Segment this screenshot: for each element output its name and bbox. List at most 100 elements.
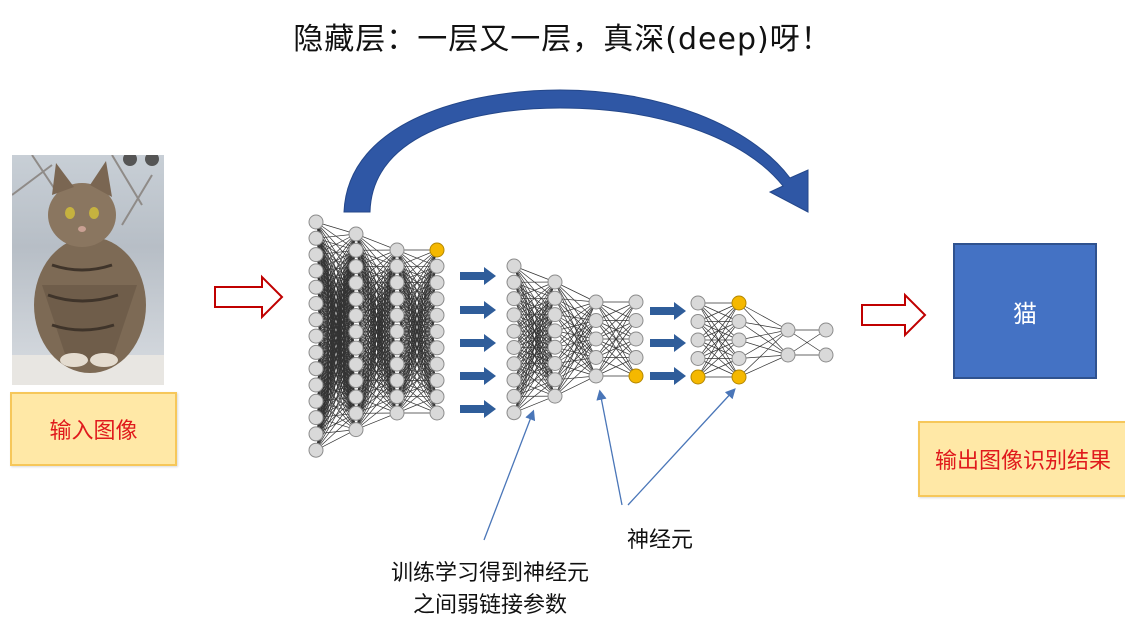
network-edge: [396, 249, 438, 283]
network-edge: [315, 233, 357, 402]
neuron-node: [780, 322, 796, 338]
neuron-node: [308, 247, 324, 263]
network-edge: [513, 281, 556, 413]
neuron-node: [547, 372, 563, 388]
network-edge: [355, 249, 398, 284]
network-edge: [355, 282, 398, 430]
neuron-node: [389, 372, 405, 388]
network-edge: [355, 298, 398, 430]
neuron-node: [506, 340, 522, 355]
annotation-arrow: [483, 409, 536, 541]
network-edge: [738, 329, 789, 359]
network-edge: [554, 357, 597, 381]
network-edge: [513, 281, 556, 316]
neuron-node: [690, 314, 706, 329]
network-edge: [697, 339, 740, 378]
neuron-node: [348, 373, 364, 389]
network-edge: [554, 338, 597, 381]
neuron-node: [308, 296, 324, 311]
network-edge: [738, 302, 789, 331]
blue-block-arrow-icon: [460, 267, 496, 285]
result-box: 猫: [953, 243, 1097, 379]
neuron-node: [628, 350, 644, 365]
network-edge: [315, 299, 357, 451]
network-edge: [315, 413, 357, 451]
curved-blue-arrow-icon: [343, 89, 809, 213]
neuron-node: [348, 405, 364, 421]
network-edge: [554, 314, 597, 358]
network-edge: [513, 281, 556, 332]
network-edge: [595, 320, 637, 377]
network-edge: [554, 301, 597, 348]
neuron-node: [308, 312, 324, 328]
network-edge: [396, 249, 438, 414]
neuron-node: [547, 307, 563, 323]
network-edge: [315, 233, 357, 369]
neuron-node: [389, 307, 405, 323]
neuron-node: [348, 340, 364, 356]
neuron-node: [348, 242, 364, 258]
neuron-node: [389, 275, 405, 291]
neuron-node: [429, 405, 445, 421]
neuron-node: [506, 258, 522, 274]
network-edge: [738, 321, 789, 331]
neuron-node: [628, 313, 644, 328]
neuron-node: [308, 263, 324, 279]
neuron-node: [506, 356, 522, 372]
neuron-node: [389, 291, 405, 307]
network-edge: [554, 320, 597, 348]
network-edge: [315, 233, 357, 386]
network-edge: [315, 282, 357, 451]
highlighted-neuron: [628, 368, 644, 384]
input-image-label: 输入图像: [10, 392, 177, 466]
network-edge: [396, 249, 438, 397]
network-edge: [554, 357, 597, 397]
neuron-node: [308, 361, 324, 377]
network-edge: [554, 281, 597, 303]
neuron-node: [389, 324, 405, 339]
network-edge: [513, 281, 556, 348]
neuron-node: [547, 290, 563, 306]
neuron-node: [308, 328, 324, 344]
neuron-node: [429, 356, 445, 372]
network-edge: [554, 301, 597, 332]
neuron-node: [588, 294, 604, 310]
neuron-node: [588, 331, 604, 347]
network-edge: [738, 329, 789, 378]
hollow-red-arrow-icon: [214, 274, 284, 320]
network-edge: [513, 379, 556, 413]
neuron-node: [348, 226, 364, 242]
network-edge: [355, 380, 398, 430]
network-edge: [355, 396, 398, 430]
network-edge: [595, 301, 637, 358]
network-edge: [697, 302, 740, 341]
neuron-node: [348, 389, 364, 405]
neuron-node: [731, 351, 747, 366]
highlighted-neuron: [429, 242, 445, 258]
blue-block-arrow-icon: [460, 334, 496, 352]
network-edge: [595, 338, 637, 377]
network-edge: [595, 301, 637, 377]
neuron-node: [429, 324, 445, 339]
weights-label: 训练学习得到神经元 之间弱链接参数: [380, 558, 600, 622]
neuron-node: [547, 274, 563, 290]
blue-block-arrow-icon: [460, 400, 496, 418]
neuron-node: [628, 331, 644, 347]
neuron-node: [588, 350, 604, 365]
neuron-node: [547, 388, 563, 404]
highlighted-neuron: [731, 369, 747, 385]
blue-block-arrow-icon: [650, 334, 686, 352]
page-title: 隐藏层：一层又一层，真深(deep)呀！: [293, 22, 832, 57]
neuron-node: [506, 307, 522, 323]
network-edge: [355, 249, 398, 414]
blue-block-arrow-icon: [650, 302, 686, 320]
network-edge: [554, 338, 597, 364]
network-edge: [355, 249, 398, 300]
network-edge: [554, 298, 597, 340]
network-edge: [554, 301, 597, 380]
weights-label-line-1: 训练学习得到神经元: [390, 561, 589, 586]
network-edge: [738, 339, 789, 356]
neuron-node: [429, 340, 445, 356]
network-edge: [554, 314, 597, 340]
neuron-node: [547, 339, 563, 355]
